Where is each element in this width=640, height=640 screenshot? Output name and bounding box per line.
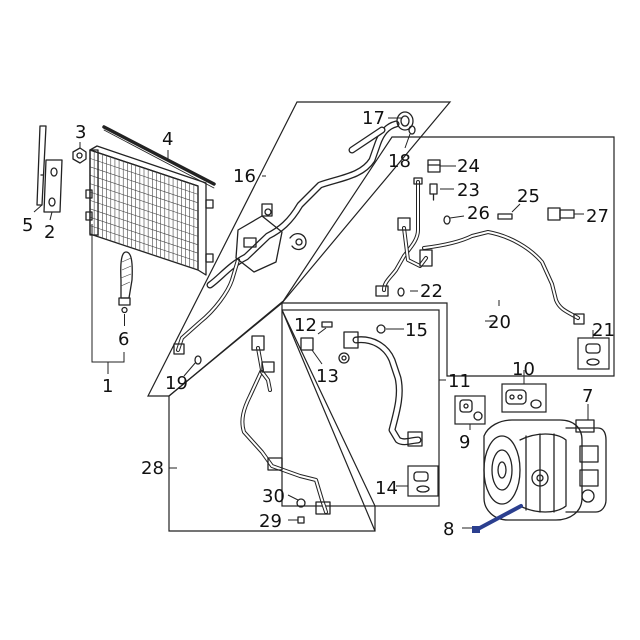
sensor-pin [497, 213, 513, 220]
suction-line [240, 335, 331, 515]
service-valve [429, 183, 438, 201]
callout-30: 30 [262, 486, 285, 507]
frame-line-28 [168, 301, 376, 532]
callout-17: 17 [362, 108, 385, 129]
compressor-bolt-highlighted [472, 504, 523, 533]
frame-line-20 [280, 136, 615, 377]
pressure-switch [547, 207, 575, 221]
valve-clip [321, 321, 333, 328]
callout-23: 23 [457, 180, 480, 201]
callout-2: 2 [44, 222, 55, 243]
callout-6: 6 [118, 329, 129, 350]
o-ring [443, 215, 451, 225]
callout-10: 10 [512, 359, 535, 380]
callout-28: 28 [141, 458, 164, 479]
seal-kit-10-icon [505, 389, 542, 409]
suction-hose [338, 324, 423, 447]
o-ring-30 [296, 498, 306, 508]
callout-16: 16 [233, 166, 256, 187]
callout-7: 7 [582, 386, 593, 407]
callout-9: 9 [459, 432, 470, 453]
leader-lines [33, 117, 594, 529]
callout-13: 13 [316, 366, 339, 387]
callout-21: 21 [592, 320, 615, 341]
frame-line-28-right [281, 309, 376, 532]
expansion-valve [300, 337, 314, 351]
callout-19: 19 [165, 373, 188, 394]
callout-22: 22 [420, 281, 443, 302]
receiver-drier [118, 251, 133, 314]
callout-12: 12 [294, 315, 317, 336]
frame-seal-kit-14 [407, 465, 439, 497]
callout-14: 14 [375, 478, 398, 499]
bolt-29 [297, 516, 305, 524]
line-clip [397, 287, 405, 297]
seal-kit-9-icon [459, 399, 483, 421]
mount-bracket [43, 159, 63, 213]
callout-3: 3 [75, 122, 86, 143]
discharge-hose [173, 111, 416, 365]
callout-4: 4 [162, 129, 173, 150]
callout-11: 11 [448, 371, 471, 392]
callout-5: 5 [22, 215, 33, 236]
callout-18: 18 [388, 151, 411, 172]
callout-26: 26 [467, 203, 490, 224]
condenser-assembly [85, 125, 216, 276]
callout-25: 25 [517, 186, 540, 207]
service-cap [427, 159, 441, 173]
callout-20: 20 [488, 312, 511, 333]
frame-seal-kit-10 [501, 383, 547, 413]
callout-27: 27 [586, 206, 609, 227]
callout-15: 15 [405, 320, 428, 341]
callout-29: 29 [259, 511, 282, 532]
ac-compressor [483, 419, 607, 521]
seal-kit-14-icon [413, 471, 430, 493]
callout-1: 1 [102, 376, 113, 397]
frame-hose-11 [281, 309, 440, 507]
callout-24: 24 [457, 156, 480, 177]
seal-kit-21-icon [585, 343, 601, 366]
nut [72, 147, 87, 164]
liquid-line [375, 177, 585, 325]
callout-8: 8 [443, 519, 454, 540]
